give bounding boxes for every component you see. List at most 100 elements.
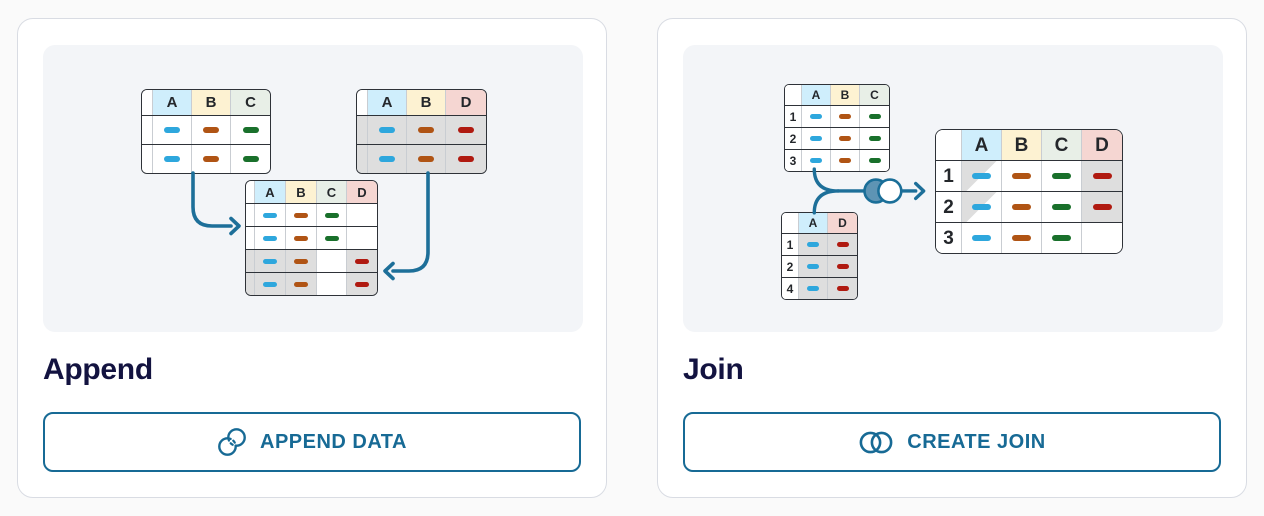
table-row: 1 — [936, 160, 1122, 191]
data-dash — [1092, 203, 1112, 211]
data-dash — [263, 235, 277, 241]
table-cell — [827, 278, 857, 299]
create-join-button[interactable]: CREATE JOIN — [683, 412, 1221, 472]
data-dash — [810, 136, 822, 141]
append-arrows-overlay — [191, 171, 430, 281]
data-dash — [294, 212, 308, 218]
table-cell — [801, 128, 830, 149]
table-cell — [961, 223, 1001, 253]
data-dash — [1012, 172, 1031, 180]
data-dash — [242, 156, 259, 162]
table-header-cell: D — [445, 90, 486, 115]
table-row: 1 — [782, 233, 857, 255]
row-label-cell — [246, 273, 254, 295]
table-row — [246, 226, 377, 249]
data-dash — [1092, 172, 1112, 180]
data-dash — [294, 258, 308, 264]
data-dash — [242, 127, 259, 133]
data-dash — [807, 242, 819, 247]
row-label-cell: 1 — [782, 234, 798, 255]
data-dash — [324, 212, 339, 218]
table-header-cell: A — [798, 213, 827, 233]
table-cell — [285, 250, 316, 272]
data-dash — [972, 172, 991, 180]
table-row: 2 — [936, 191, 1122, 222]
table-corner-cell — [142, 90, 152, 115]
table-header-cell: D — [346, 181, 377, 203]
data-dash — [972, 234, 991, 242]
data-dash — [164, 156, 180, 162]
table-header-cell: C — [230, 90, 270, 115]
table-header-cell: A — [254, 181, 285, 203]
table-cell — [230, 145, 270, 173]
table-cell — [254, 250, 285, 272]
table-cell — [445, 145, 486, 173]
join-arrow-head-icon — [914, 181, 926, 201]
data-dash — [203, 156, 219, 162]
data-dash — [807, 286, 819, 291]
table-cell — [285, 204, 316, 226]
table-cell — [801, 106, 830, 127]
table-cell — [316, 227, 346, 249]
table-cell — [191, 145, 230, 173]
data-dash — [294, 235, 308, 241]
append-card-title: Append — [43, 353, 153, 386]
table-corner-cell — [936, 130, 961, 160]
data-dash — [839, 136, 851, 141]
table-cell — [827, 234, 857, 255]
row-label-cell: 2 — [782, 256, 798, 277]
data-dash — [294, 281, 308, 287]
data-dash — [458, 156, 474, 162]
table-cell — [1041, 223, 1081, 253]
table-header-cell: A — [367, 90, 406, 115]
table-corner-cell — [782, 213, 798, 233]
table-cell — [830, 150, 859, 171]
table-header-cell: B — [1001, 130, 1041, 160]
data-dash — [379, 156, 395, 162]
table-cell — [254, 273, 285, 295]
row-label-cell — [246, 227, 254, 249]
table-header-cell: A — [801, 85, 830, 105]
table-cell — [254, 227, 285, 249]
table-header-cell: B — [830, 85, 859, 105]
append-data-button[interactable]: APPEND DATA — [43, 412, 581, 472]
data-dash — [263, 281, 277, 287]
data-dash — [1052, 203, 1071, 211]
data-dash — [1052, 234, 1071, 242]
table-cell — [859, 128, 889, 149]
data-dash — [836, 286, 849, 291]
data-dash — [836, 242, 849, 247]
table-cell — [827, 256, 857, 277]
data-dash — [379, 127, 395, 133]
table-cell — [445, 116, 486, 144]
table-row — [357, 115, 486, 144]
table-row: 3 — [936, 222, 1122, 253]
table-row — [142, 115, 270, 144]
table-row — [246, 272, 377, 295]
table-header-cell: D — [1081, 130, 1122, 160]
join-bracket-icon — [812, 167, 840, 215]
table-cell — [367, 145, 406, 173]
join-flow-overlay — [812, 167, 926, 215]
row-label-cell: 2 — [785, 128, 801, 149]
row-label-cell: 1 — [936, 161, 961, 191]
table-row — [246, 249, 377, 272]
data-dash — [868, 158, 881, 163]
table-cell — [316, 273, 346, 295]
table-corner-cell — [357, 90, 367, 115]
table-header-cell: B — [406, 90, 445, 115]
table-row — [142, 144, 270, 173]
data-dash — [836, 264, 849, 269]
table-header-cell: A — [152, 90, 191, 115]
table-header-cell: A — [961, 130, 1001, 160]
table-row — [246, 203, 377, 226]
